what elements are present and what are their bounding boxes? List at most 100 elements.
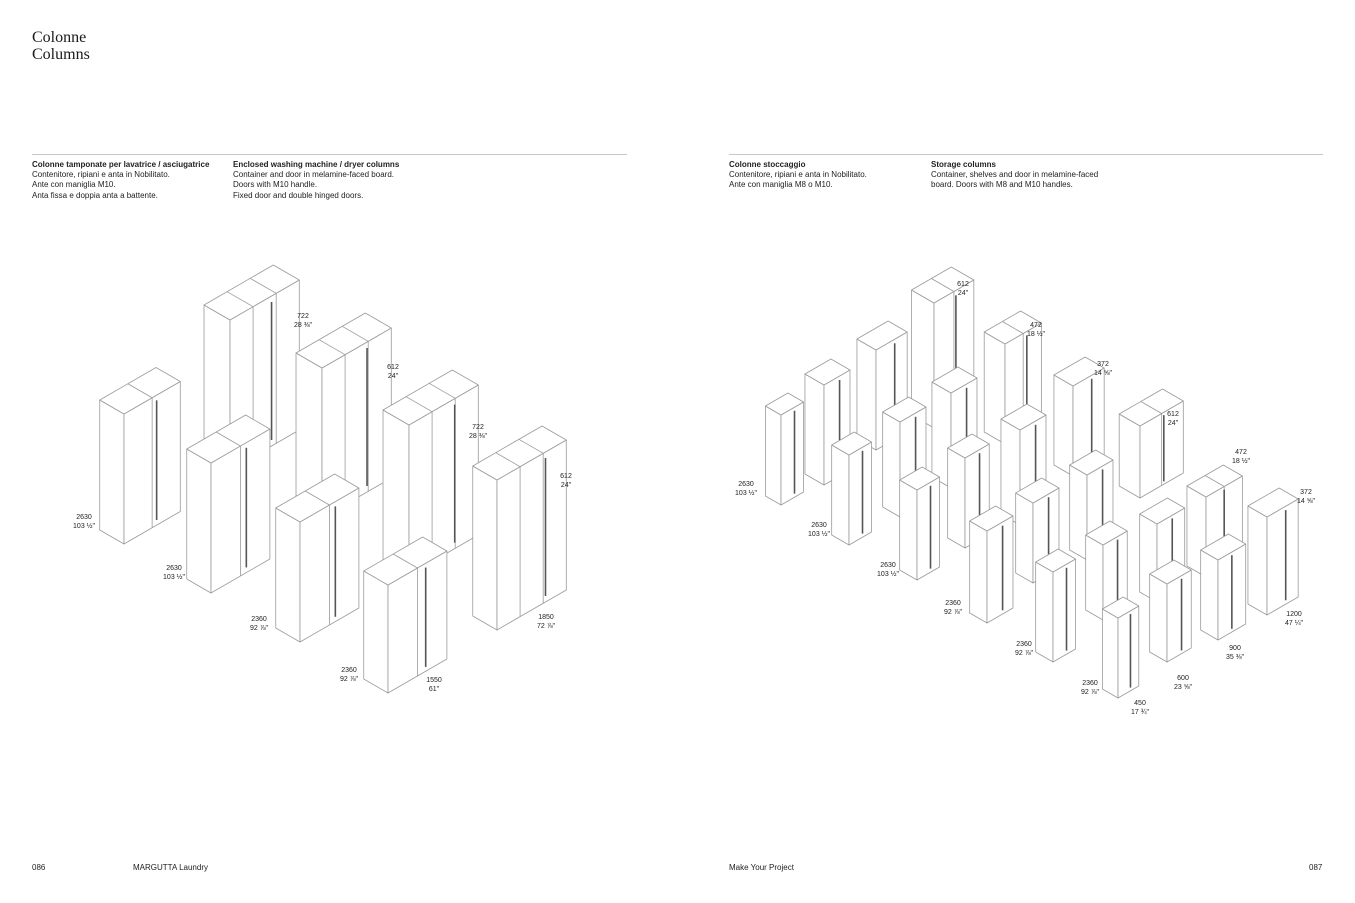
r-col-6-side — [1247, 505, 1268, 616]
svg-text:103 ½": 103 ½" — [73, 522, 95, 530]
svg-text:2630: 2630 — [738, 481, 754, 488]
footer-right-label: Make Your Project — [729, 863, 794, 872]
footer-left-label: MARGUTTA Laundry — [133, 863, 208, 872]
r-col-6-front — [1266, 498, 1299, 616]
svg-text:24": 24" — [388, 373, 399, 380]
l-col-2630-c-side — [99, 399, 125, 545]
left-line-it-1: Contenitore, ripiani e anta in Nobilitat… — [32, 170, 170, 180]
svg-text:450: 450 — [1134, 700, 1146, 707]
svg-text:722: 722 — [472, 424, 484, 431]
right-line-it-2: Ante con maniglia M8 o M10. — [729, 180, 833, 190]
svg-text:2360: 2360 — [251, 616, 267, 623]
r-col-23-top — [1035, 548, 1076, 573]
r-col-21-top — [899, 466, 940, 491]
dim-label-r-h2630-a: 2630 103 ½" — [735, 481, 757, 497]
svg-text:103 ½": 103 ½" — [735, 489, 757, 497]
r-col-3-top — [1053, 356, 1105, 387]
r-col-21-side — [899, 479, 918, 581]
svg-text:722: 722 — [297, 313, 309, 320]
r-col-14-side — [882, 411, 901, 518]
page-number-left: 086 — [32, 863, 46, 872]
dim-label-r-h450: 450 17 ¾" — [1131, 700, 1150, 716]
dim-label-w612-a: 612 24" — [387, 364, 399, 380]
l-col-1850-back-side — [472, 465, 498, 631]
svg-text:1850: 1850 — [538, 614, 554, 621]
right-divider — [729, 154, 1323, 155]
left-line-en-3: Fixed door and double hinged doors. — [233, 190, 364, 200]
dim-label-r-w612-a: 612 24" — [957, 281, 969, 297]
r-col-1-top-split — [931, 278, 955, 292]
r-col-15-top — [947, 433, 990, 459]
svg-text:600: 600 — [1177, 675, 1189, 682]
left-line-it-3: Anta fissa e doppia anta a battente. — [32, 190, 158, 200]
l-col-2630-d-top-split — [215, 431, 241, 447]
dim-label-r-h2630-c: 2630 103 ½" — [877, 562, 899, 578]
dim-label-r-h2630-b: 2630 103 ½" — [808, 522, 830, 538]
r-col-8-top — [931, 366, 978, 394]
r-col-22-front — [986, 515, 1014, 624]
title-english: Columns — [32, 46, 90, 63]
svg-text:61": 61" — [429, 686, 440, 693]
r-col-17-top — [1085, 520, 1128, 546]
r-col-19-front — [780, 401, 804, 506]
right-line-en-1: Container, shelves and door in melamine-… — [931, 170, 1099, 180]
l-col-2360-back-top-split — [405, 396, 433, 413]
r-col-2-top-split — [1002, 321, 1024, 334]
dim-label-r-h2360-c: 2360 92 ⅞" — [1081, 680, 1100, 696]
svg-text:2630: 2630 — [76, 514, 92, 521]
dim-label-r-h1200: 1200 47 ¼" — [1285, 611, 1304, 627]
svg-text:14 ⅝": 14 ⅝" — [1094, 370, 1113, 377]
page-number-right: 087 — [1309, 863, 1323, 872]
svg-text:612: 612 — [957, 281, 969, 288]
l-col-2630-b-top-split — [342, 325, 369, 342]
svg-text:612: 612 — [387, 364, 399, 371]
dim-label-h2630-a: 2630 103 ½" — [73, 514, 95, 530]
r-col-9-top — [1000, 403, 1047, 431]
svg-text:900: 900 — [1229, 645, 1241, 652]
r-col-23-side — [1035, 561, 1054, 663]
r-col-18-front — [1166, 569, 1192, 663]
r-col-24-side — [1102, 608, 1119, 699]
svg-text:2360: 2360 — [1082, 680, 1098, 687]
r-col-24-top — [1102, 596, 1140, 619]
r-col-17-side — [1085, 534, 1104, 621]
left-heading-english: Enclosed washing machine / dryer columns — [233, 160, 400, 169]
r-col-16-side — [1015, 492, 1034, 584]
r-col-20-top — [831, 431, 872, 456]
l-col-2630-b-top-split — [318, 339, 346, 356]
left-description-italian: Colonne tamponate per lavatrice / asciug… — [32, 160, 209, 201]
svg-text:47 ¼": 47 ¼" — [1285, 620, 1304, 627]
r-col-4-top-split — [1140, 401, 1162, 414]
svg-text:2630: 2630 — [811, 522, 827, 529]
r-col-11-top — [1139, 497, 1186, 525]
svg-text:35 ⅜": 35 ⅜" — [1226, 654, 1245, 661]
r-col-22-side — [969, 520, 988, 624]
left-heading-italian: Colonne tamponate per lavatrice / asciug… — [32, 160, 210, 169]
dim-label-r-h2360-a: 2360 92 ⅞" — [944, 600, 963, 616]
r-col-5-top-split — [1204, 475, 1225, 487]
svg-text:2630: 2630 — [166, 565, 182, 572]
dim-label-r-w612-b: 612 24" — [1167, 411, 1179, 427]
cabinet-illustrations — [99, 264, 1299, 699]
svg-text:103 ½": 103 ½" — [163, 573, 185, 581]
l-col-2360-b-side — [363, 570, 389, 694]
r-col-20-front — [848, 441, 872, 546]
svg-text:24": 24" — [561, 482, 572, 489]
left-divider — [32, 154, 627, 155]
l-col-2360-a-top-split — [304, 490, 330, 506]
dim-label-h1850: 1850 72 ⅞" — [537, 614, 556, 630]
right-description-italian: Colonne stoccaggio Contenitore, ripiani … — [729, 160, 867, 191]
dim-label-h2360-b: 2360 92 ⅞" — [340, 667, 359, 683]
left-line-en-2: Doors with M10 handle. — [233, 180, 318, 190]
svg-text:2630: 2630 — [880, 562, 896, 569]
r-col-19-top — [765, 392, 804, 416]
left-description-english: Enclosed washing machine / dryer columns… — [233, 160, 399, 201]
r-col-19-side — [765, 405, 782, 506]
svg-text:372: 372 — [1300, 489, 1312, 496]
r-col-14-top — [882, 396, 927, 423]
right-description-english: Storage columns Container, shelves and d… — [931, 160, 1098, 191]
svg-text:472: 472 — [1235, 449, 1247, 456]
dim-label-h2630-b: 2630 103 ½" — [163, 565, 185, 581]
r-col-6-top — [1247, 487, 1299, 518]
